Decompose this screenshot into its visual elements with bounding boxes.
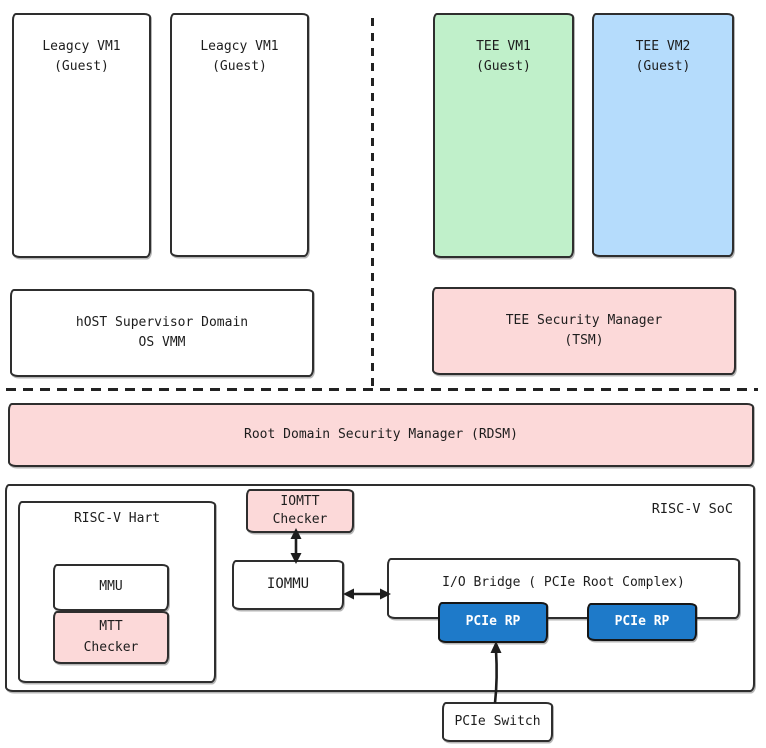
legacy-vm1b-box: Leagcy VM1 (Guest) (170, 13, 309, 257)
pcie-rp-left-box: PCIe RP (438, 602, 548, 643)
iomtt-checker-box: IOMTT Checker (246, 489, 354, 533)
tee-vm1-subtitle: (Guest) (476, 59, 531, 75)
tee-vm2-title: TEE VM2 (635, 39, 691, 54)
iommu-bridge-double-arrow (343, 588, 391, 600)
legacy-vm1-subtitle: (Guest) (54, 59, 109, 75)
risc-v-hart-label: RISC-V Hart (73, 511, 161, 526)
tee-vm2-box: TEE VM2 (Guest) (592, 13, 734, 257)
legacy-vm1-box: Leagcy VM1 (Guest) (12, 13, 151, 258)
legacy-vm1b-subtitle: (Guest) (212, 59, 267, 75)
tsm-line2: (TSM) (564, 333, 604, 348)
horizontal-dashed-separator (6, 388, 758, 391)
io-bridge-label: I/O Bridge ( PCIe Root Complex) (442, 575, 685, 590)
iomtt-checker-line2: Checker (272, 512, 328, 527)
mtt-checker-line2: Checker (83, 639, 139, 655)
tsm-line1: TEE Security Manager (505, 312, 663, 328)
tee-vm2-subtitle: (Guest) (635, 59, 691, 75)
vertical-dashed-separator (371, 18, 374, 386)
tee-vm1-box: TEE VM1 (Guest) (433, 13, 574, 258)
legacy-vm1b-title: Leagcy VM1 (200, 39, 279, 54)
iommu-box: IOMMU (232, 560, 344, 610)
mtt-checker-box: MTT Checker (53, 611, 169, 664)
iommu-label: IOMMU (266, 576, 310, 593)
iomtt-checker-line1: IOMTT (280, 493, 320, 509)
mtt-checker-line1: MTT (99, 619, 123, 635)
tee-security-manager-box: TEE Security Manager (TSM) (432, 287, 736, 375)
rdsm-label: Root Domain Security Manager (RDSM) (244, 426, 518, 442)
tee-vm1-title: TEE VM1 (476, 39, 531, 54)
legacy-vm1-title: Leagcy VM1 (42, 39, 121, 54)
pcie-switch-box: PCIe Switch (442, 702, 553, 742)
host-supervisor-line2: OS VMM (138, 335, 186, 350)
host-supervisor-line1: hOST Supervisor Domain (75, 314, 249, 330)
pcie-rp-right-label: PCIe RP (614, 613, 670, 629)
pcie-switch-label: PCIe Switch (454, 713, 541, 729)
iomtt-iommu-double-arrow (290, 528, 302, 564)
pcie-rp-left-label: PCIe RP (465, 614, 521, 630)
pcie-switch-to-rp-arrow (490, 641, 502, 704)
pcie-rp-right-box: PCIe RP (587, 603, 697, 641)
host-supervisor-domain-box: hOST Supervisor Domain OS VMM (10, 289, 314, 377)
risc-v-soc-label: RISC-V SoC (651, 501, 733, 517)
rdsm-box: Root Domain Security Manager (RDSM) (8, 403, 754, 467)
mmu-label: MMU (99, 579, 123, 595)
mmu-box: MMU (53, 564, 169, 611)
